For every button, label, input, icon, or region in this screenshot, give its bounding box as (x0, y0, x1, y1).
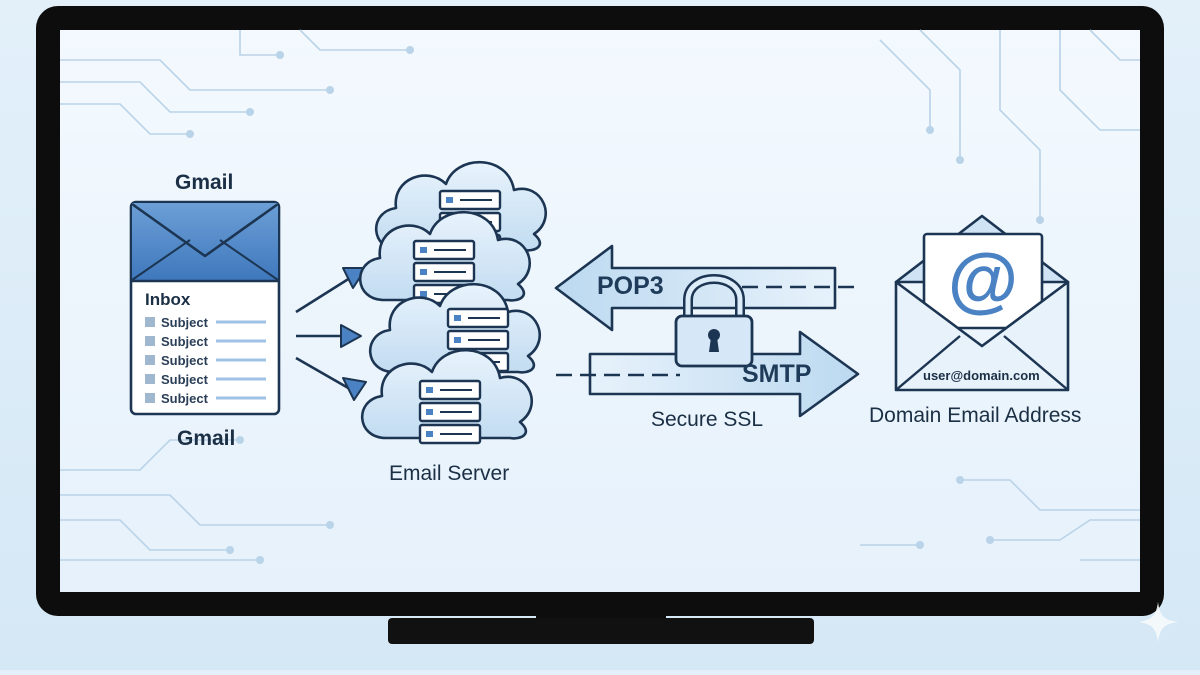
gmail-card (129, 200, 281, 416)
gmail-to-server-arrows (295, 267, 367, 401)
inbox-label: Inbox (145, 290, 191, 309)
gmail-top-label: Gmail (175, 171, 234, 194)
subject-item: Subject (161, 334, 208, 349)
smtp-label: SMTP (742, 360, 812, 388)
circuit-nodes (186, 46, 1044, 564)
subject-item: Subject (161, 353, 208, 368)
at-symbol: @ (948, 240, 1018, 320)
monitor-stand-base (388, 618, 814, 644)
circuit-traces (60, 29, 1140, 561)
gmail-bottom-label: Gmail (177, 427, 236, 450)
envelope-icon (131, 202, 279, 283)
smtp-arrow (556, 330, 860, 418)
subject-bullets (145, 317, 155, 403)
padlock-icon (674, 274, 754, 368)
email-address-text: user@domain.com (923, 368, 1040, 383)
subject-item: Subject (161, 315, 208, 330)
sparkle-icon (1138, 602, 1178, 642)
open-envelope-icon: @ (894, 214, 1070, 392)
pop3-label: POP3 (597, 272, 664, 300)
subject-item: Subject (161, 391, 208, 406)
email-server-label: Email Server (389, 462, 510, 485)
secure-ssl-label: Secure SSL (651, 408, 764, 431)
subject-lines (216, 320, 266, 400)
domain-email-label: Domain Email Address (869, 404, 1082, 427)
subject-item: Subject (161, 372, 208, 387)
